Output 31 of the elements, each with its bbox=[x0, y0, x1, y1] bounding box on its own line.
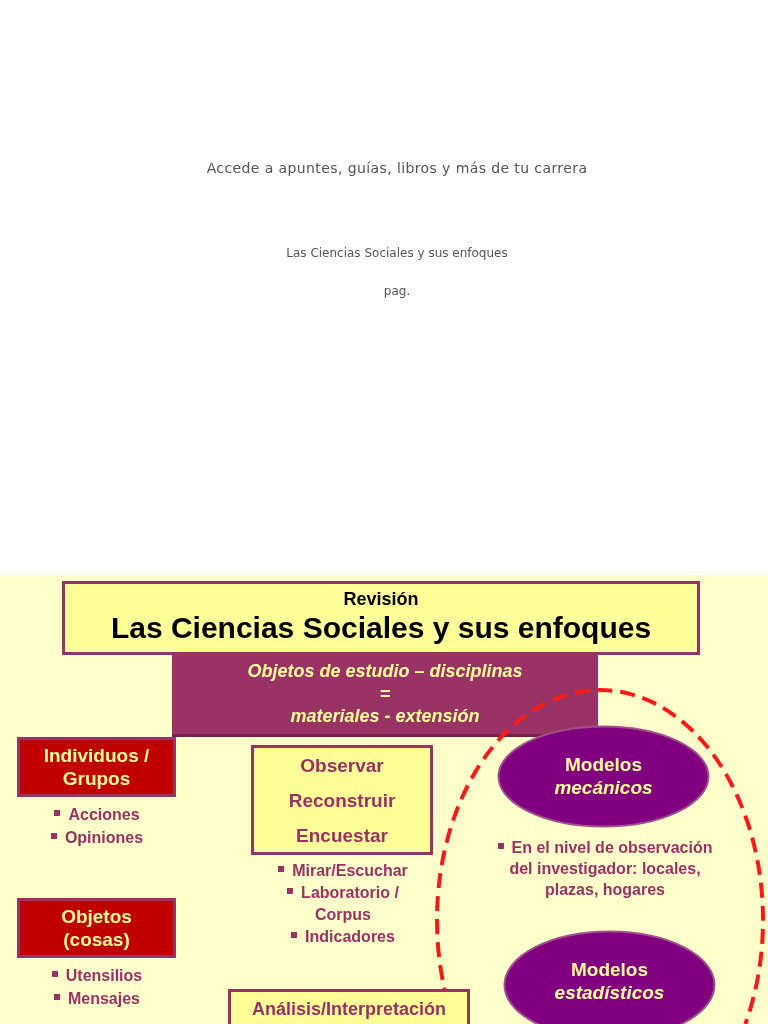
bullet-text: Indicadores bbox=[305, 928, 395, 945]
bullet-text: Laboratorio / Corpus bbox=[301, 884, 399, 923]
subtitle-band bbox=[172, 655, 598, 737]
subtitle-text: Objetos de estudio – disciplinas bbox=[247, 660, 523, 683]
title-text: Las Ciencias Sociales y sus enfoques bbox=[110, 610, 652, 646]
method-label: Observar bbox=[300, 753, 384, 778]
bullet-text: Mirar/Escuchar bbox=[292, 862, 408, 879]
category-box bbox=[17, 898, 176, 958]
category-label: Objetos (cosas) bbox=[60, 905, 133, 951]
bullet-text: Opiniones bbox=[64, 829, 144, 846]
bullet-text: En el nivel de observación del investigador: locales, plazas, hogares bbox=[509, 839, 713, 898]
model-label: Modelos estadísticos bbox=[553, 958, 666, 1004]
subtitle-text: = bbox=[379, 682, 391, 705]
bullet-text: Mensajes bbox=[67, 990, 140, 1007]
model-ellipse bbox=[497, 725, 710, 828]
category-label: Individuos / Grupos bbox=[42, 744, 151, 790]
title-box bbox=[62, 581, 700, 655]
method-box bbox=[251, 745, 433, 855]
method-label: Encuestar bbox=[296, 823, 388, 848]
tagline-text: Accede a apuntes, guías, libros y más de tu carrera bbox=[206, 160, 588, 177]
bullet-text: Utensilios bbox=[65, 967, 143, 984]
subtitle-text: materiales - extensión bbox=[290, 705, 480, 728]
analysis-box bbox=[228, 989, 470, 1024]
heading-text: Revisión bbox=[343, 589, 419, 610]
bullet-text: Acciones bbox=[68, 806, 140, 823]
category-box bbox=[17, 737, 176, 797]
model-label: Modelos mecánicos bbox=[553, 753, 654, 799]
page-label-text: pag. bbox=[383, 284, 411, 299]
analysis-label: Análisis/Interpretación bbox=[251, 998, 447, 1020]
method-label: Reconstruir bbox=[288, 788, 396, 813]
document-title-text: Las Ciencias Sociales y sus enfoques bbox=[286, 246, 508, 261]
